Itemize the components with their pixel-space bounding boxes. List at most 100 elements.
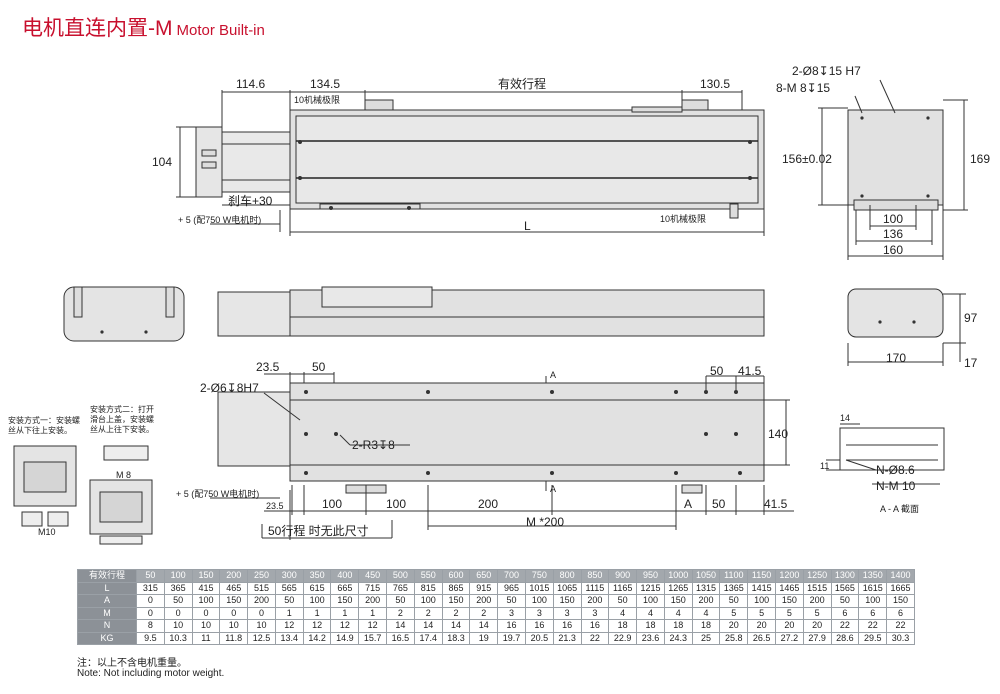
table-cell: 14	[413, 619, 443, 633]
table-header-cell: 1100	[719, 569, 749, 583]
section-view	[826, 423, 945, 485]
table-cell: 14.2	[302, 631, 332, 645]
table-cell: 5	[802, 606, 832, 620]
table-cell: 100	[858, 594, 888, 608]
end-holes-1: 2-Ø8↧15 H7	[792, 64, 861, 78]
table-header-cell: 150	[191, 569, 221, 583]
end-view	[818, 79, 968, 260]
dim-11: 11	[820, 461, 829, 471]
bottom-body	[289, 382, 765, 482]
table-cell: 22	[886, 619, 915, 633]
table-cell: 200	[802, 594, 832, 608]
table-cell: 1565	[830, 581, 860, 595]
table-cell: 11	[191, 631, 221, 645]
table-cell: 12	[274, 619, 304, 633]
side-end-cover	[847, 288, 944, 338]
table-header-cell: 450	[358, 569, 388, 583]
table-cell: 4	[636, 606, 665, 620]
plus5-label-bottom: + 5 (配750 W电机时)	[176, 488, 259, 499]
table-header-cell: 600	[441, 569, 471, 583]
table-cell: 8	[136, 619, 165, 633]
table-header-cell: 300	[274, 569, 304, 583]
table-cell: 1	[330, 606, 360, 620]
dim-136: 136	[883, 227, 903, 241]
table-cell: 3	[524, 606, 554, 620]
table-cell: 1315	[691, 581, 721, 595]
table-cell: 11.8	[219, 631, 249, 645]
table-cell: 18	[691, 619, 721, 633]
table-cell: 17.4	[413, 631, 443, 645]
table-cell: 1515	[802, 581, 832, 595]
table-cell: 615	[302, 581, 332, 595]
table-header-cell: 1250	[802, 569, 832, 583]
table-cell: 10.3	[163, 631, 193, 645]
table-cell: 365	[163, 581, 193, 595]
note-en: Note: Not including motor weight.	[77, 668, 225, 679]
table-cell: 29.5	[858, 631, 888, 645]
table-cell: 24.3	[663, 631, 693, 645]
table-cell: 715	[358, 581, 388, 595]
dim-200: 200	[478, 497, 498, 511]
table-cell: 565	[274, 581, 304, 595]
dim-169: 169	[970, 152, 990, 166]
table-cell: 1465	[774, 581, 804, 595]
side-view	[63, 286, 966, 366]
dim-97: 97	[964, 311, 978, 325]
dim-L: L	[524, 219, 531, 233]
table-row-label: A	[77, 594, 137, 608]
table-header-cell: 950	[636, 569, 665, 583]
table-header-cell: 650	[469, 569, 499, 583]
table-cell: 18	[663, 619, 693, 633]
table-cell: 20	[802, 619, 832, 633]
table-cell: 10	[219, 619, 249, 633]
table-cell: 150	[552, 594, 582, 608]
table-cell: 1365	[719, 581, 749, 595]
mount-method-1: 安装方式一：安装螺丝从下往上安装。	[8, 416, 80, 435]
dim-17: 17	[964, 356, 978, 370]
table-cell: 3	[497, 606, 526, 620]
table-cell: 20	[719, 619, 749, 633]
table-cell: 50	[830, 594, 860, 608]
table-cell: 28.6	[830, 631, 860, 645]
table-cell: 0	[136, 606, 165, 620]
table-cell: 100	[524, 594, 554, 608]
dim-50-top: 50	[312, 360, 326, 374]
table-cell: 9.5	[136, 631, 165, 645]
table-cell: 1665	[886, 581, 915, 595]
table-cell: 16	[524, 619, 554, 633]
table-header-cell: 800	[552, 569, 582, 583]
end-plate	[847, 109, 944, 206]
table-cell: 12	[302, 619, 332, 633]
table-cell: 665	[330, 581, 360, 595]
table-cell: 965	[497, 581, 526, 595]
table-cell: 18.3	[441, 631, 471, 645]
table-cell: 6	[858, 606, 888, 620]
table-cell: 200	[691, 594, 721, 608]
holes-6-8: 2-Ø6↧8H7	[200, 381, 259, 395]
table-cell: 22	[580, 631, 610, 645]
table-cell: 150	[886, 594, 915, 608]
table-cell: 16.5	[386, 631, 415, 645]
table-cell: 12	[330, 619, 360, 633]
dim-114-6: 114.6	[236, 77, 265, 91]
table-cell: 1615	[858, 581, 888, 595]
table-cell: 26.5	[747, 631, 776, 645]
table-cell: 0	[247, 606, 276, 620]
table-cell: 10	[163, 619, 193, 633]
table-cell: 14.9	[330, 631, 360, 645]
dim-100-end: 100	[883, 212, 903, 226]
dim-134-5: 134.5	[310, 77, 340, 91]
table-cell: 50	[274, 594, 304, 608]
brake-label: 刹车+30	[228, 193, 273, 208]
table-cell: 16	[580, 619, 610, 633]
table-header-cell: 700	[497, 569, 526, 583]
limit-label-top: 10机械极限	[294, 94, 340, 105]
n-86: N-Ø8.6	[876, 463, 915, 477]
table-cell: 14	[469, 619, 499, 633]
dim-170: 170	[886, 351, 906, 365]
table-header-cell: 1400	[886, 569, 915, 583]
table-cell: 100	[747, 594, 776, 608]
table-cell: 50	[386, 594, 415, 608]
